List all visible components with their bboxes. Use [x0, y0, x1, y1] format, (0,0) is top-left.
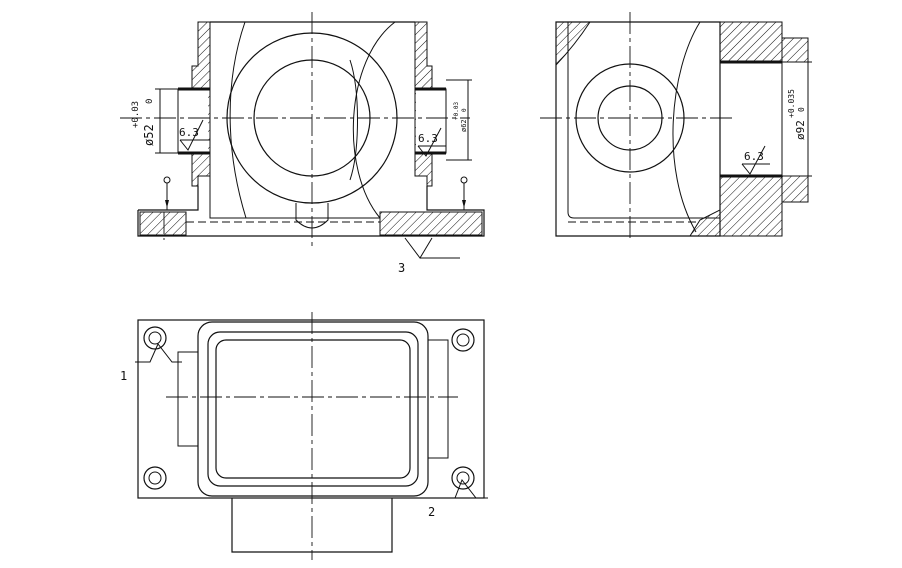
front-bore-tol-lower: 0: [145, 99, 155, 104]
callout-2-label: 2: [428, 505, 435, 519]
plan-body-inner: [207, 331, 419, 487]
plan-base-outline: [137, 319, 485, 499]
svg-text:6.3: 6.3: [418, 132, 438, 145]
plan-bolt-hole-bottom-left: [143, 466, 167, 490]
side-flange-bottom-hatch: [689, 175, 809, 237]
side-roughness: 6.3: [741, 145, 770, 175]
plan-bolt-hole-top-left: [143, 326, 167, 350]
callout-3-label: 3: [398, 261, 405, 275]
svg-text:6.3: 6.3: [179, 126, 199, 139]
side-flange-top-hatch: [719, 21, 809, 63]
front-right-bore-tol-upper: +0.03: [453, 102, 460, 120]
callout-3-symbol: [404, 237, 460, 259]
plan-view: 1 2: [120, 312, 488, 560]
side-bore-dim: ø92: [794, 120, 807, 140]
side-view: ø92 +0.035 0 6.3: [540, 12, 812, 240]
side-top-left-hatch: [555, 21, 591, 67]
front-view: ø52 +0.03 0 ø62 +0.03 0 6.3 6.3: [120, 12, 485, 275]
front-base-outline: [137, 186, 485, 237]
plan-bolt-hole-bottom-right: [451, 466, 475, 490]
plan-body-outer: [197, 321, 429, 497]
front-right-bore-tol-lower: 0: [461, 108, 468, 112]
front-base-left-hatch: [139, 211, 187, 236]
svg-text:6.3: 6.3: [744, 150, 764, 163]
front-datum-right: [460, 176, 468, 210]
callout-2-symbol: [440, 478, 488, 499]
front-roughness-right: 6.3: [417, 127, 446, 157]
front-bore-tol-upper: +0.03: [131, 101, 141, 128]
front-roughness-left: 6.3: [179, 119, 210, 151]
callout-1-label: 1: [120, 369, 127, 383]
plan-body-cavity: [215, 339, 411, 479]
front-datum-left: [163, 176, 171, 210]
front-base-right-hatch: [379, 211, 483, 236]
callout-1-symbol: [135, 343, 182, 363]
side-outline: [555, 21, 721, 237]
front-right-bore-blank: [416, 89, 446, 153]
front-right-bore-dim: ø62: [460, 119, 468, 132]
side-bore-tol-lower: 0: [797, 107, 806, 112]
side-bore-tol-upper: +0.035: [787, 89, 796, 118]
front-bore-dim: ø52: [142, 124, 156, 146]
plan-bolt-hole-top-right: [451, 328, 475, 352]
